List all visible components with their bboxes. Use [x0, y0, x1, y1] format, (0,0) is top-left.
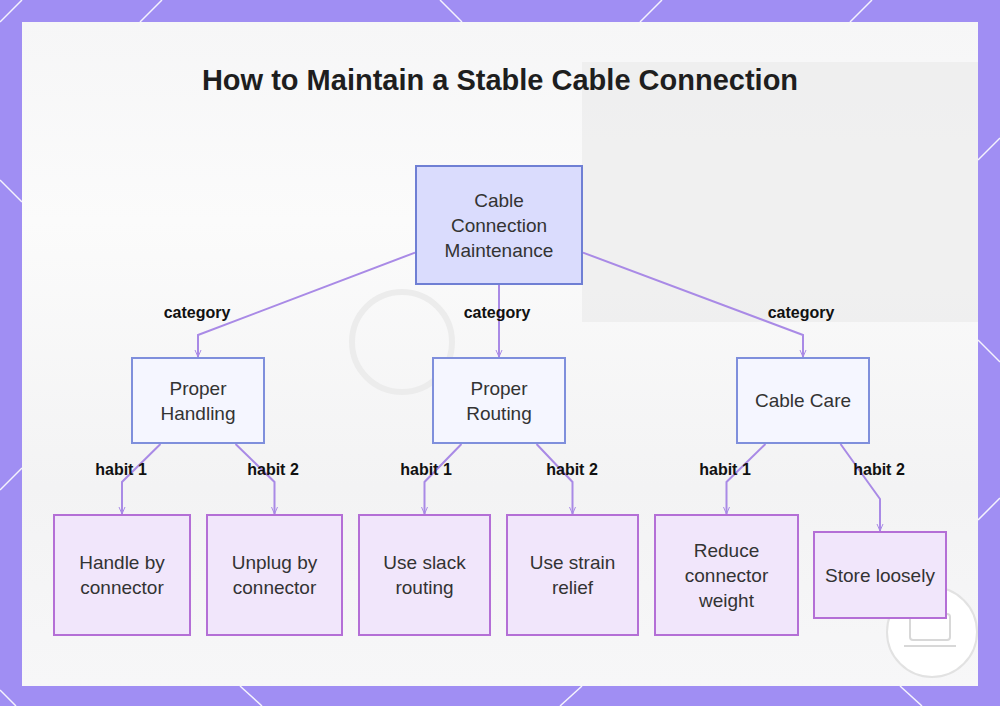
connector-line [537, 444, 573, 514]
edge-label: category [768, 304, 835, 322]
node-text: Proper Handling [141, 376, 255, 426]
edge-label: habit 2 [546, 461, 598, 479]
category-box: Cable Care [736, 357, 870, 444]
edge-label: category [164, 304, 231, 322]
node-text: Reduce connector weight [664, 538, 789, 613]
node-text: Unplug by connector [216, 550, 333, 600]
habit-box: Reduce connector weight [654, 514, 799, 636]
node-text: Use strain relief [516, 550, 629, 600]
connector-line [727, 444, 766, 514]
habit-box: Handle by connector [53, 514, 191, 636]
node-text: Use slack routing [368, 550, 481, 600]
node-text: Cable Connection Maintenance [425, 188, 573, 263]
edge-label: habit 1 [95, 461, 147, 479]
edge-label: habit 2 [247, 461, 299, 479]
category-box: Proper Handling [131, 357, 265, 444]
category-box: Proper Routing [432, 357, 566, 444]
node-text: Store loosely [825, 563, 935, 588]
diagram-title: How to Maintain a Stable Cable Connectio… [200, 64, 800, 96]
edge-label: category [464, 304, 531, 322]
edge-label: habit 2 [853, 461, 905, 479]
habit-box: Store loosely [813, 531, 947, 619]
node-text: Proper Routing [442, 376, 556, 426]
root-box: Cable Connection Maintenance [415, 165, 583, 285]
habit-box: Use slack routing [358, 514, 491, 636]
connector-line [198, 253, 415, 357]
habit-box: Unplug by connector [206, 514, 343, 636]
connector-line [236, 444, 275, 514]
node-text: Cable Care [755, 388, 851, 413]
connector-line [425, 444, 462, 514]
node-text: Handle by connector [63, 550, 181, 600]
edge-label: habit 1 [400, 461, 452, 479]
edge-label: habit 1 [699, 461, 751, 479]
connector-line [122, 444, 160, 514]
habit-box: Use strain relief [506, 514, 639, 636]
connector-line [841, 444, 880, 531]
